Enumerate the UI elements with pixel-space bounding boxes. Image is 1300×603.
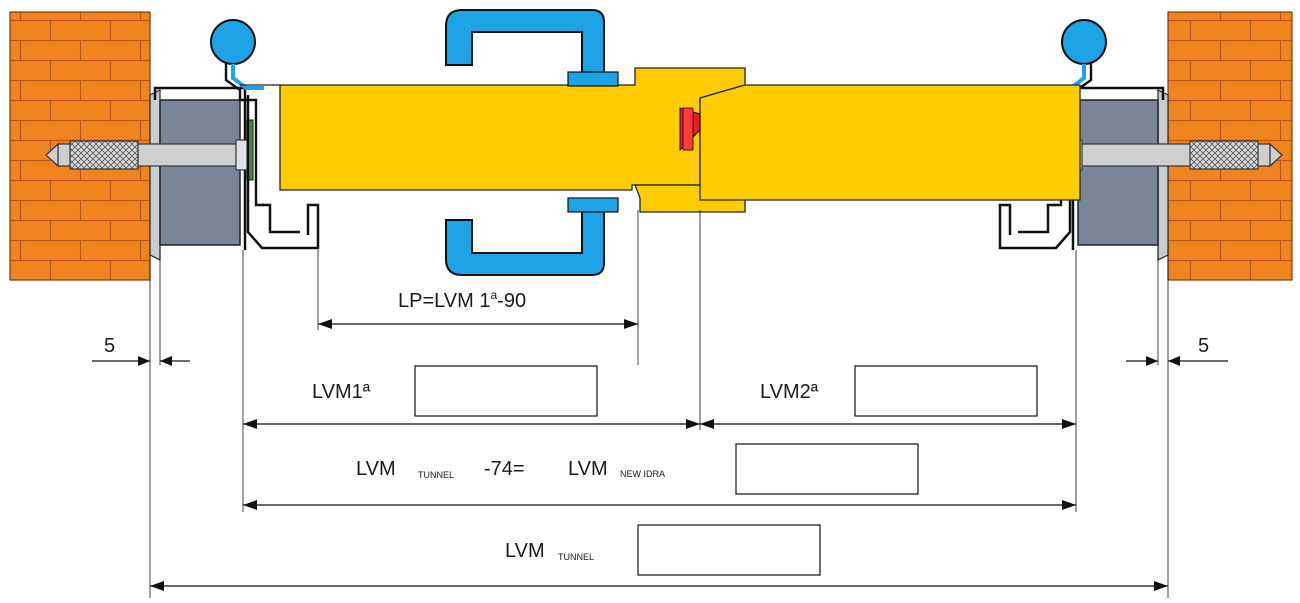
left-frame-profile (246, 95, 320, 250)
left-door-leaf (240, 67, 746, 213)
tunnel-total-subscript: TUNNEL (558, 552, 594, 562)
gasket-seal (679, 107, 701, 152)
lvm2-input-box[interactable] (854, 365, 1038, 417)
lever-handle-icon (445, 9, 619, 87)
hinge-knob-icon (210, 19, 264, 207)
right-frame-profile (998, 95, 1072, 250)
anchor-bolt-icon (45, 139, 249, 171)
lp-label: LP=LVM 1a-90 (398, 288, 526, 312)
dim-lvm-new-idra: LVM TUNNEL -74= LVM NEW IDRA (243, 443, 1076, 510)
dim-lvm2: LVM2ª (700, 365, 1076, 429)
dim-lvm-tunnel: LVM TUNNEL (150, 524, 1168, 591)
lvm1-input-box[interactable] (414, 365, 598, 417)
lvm-total-label: LVM (505, 540, 545, 562)
tunnel-subscript: TUNNEL (418, 470, 454, 480)
anchor-bolt-icon (1069, 139, 1283, 171)
lvm1-label: LVM1ª (312, 381, 371, 403)
new-idra-subscript: NEW IDRA (620, 469, 665, 479)
lvm-new-idra-input-box[interactable] (735, 443, 919, 495)
dim-lvm1: LVM1ª (243, 365, 700, 429)
left-frame-block (149, 86, 247, 261)
lvm2-label: LVM2ª (760, 381, 819, 403)
right-door-leaf (699, 84, 1081, 201)
right-gap-value: 5 (1198, 335, 1209, 357)
minus-74-label: -74= (484, 458, 525, 480)
dim-left-gap: 5 (92, 335, 190, 366)
lvm-tunnel-label: LVM (356, 458, 396, 480)
dim-right-gap: 5 (1126, 335, 1228, 366)
extension-lines (149, 210, 1169, 598)
left-gap-value: 5 (104, 335, 115, 357)
lvm-new-idra-label: LVM (568, 458, 608, 480)
dim-lp: LP=LVM 1a-90 (318, 288, 638, 329)
right-frame-block (1071, 86, 1169, 261)
lvm-tunnel-input-box[interactable] (637, 524, 821, 576)
lever-handle-icon (445, 197, 619, 276)
